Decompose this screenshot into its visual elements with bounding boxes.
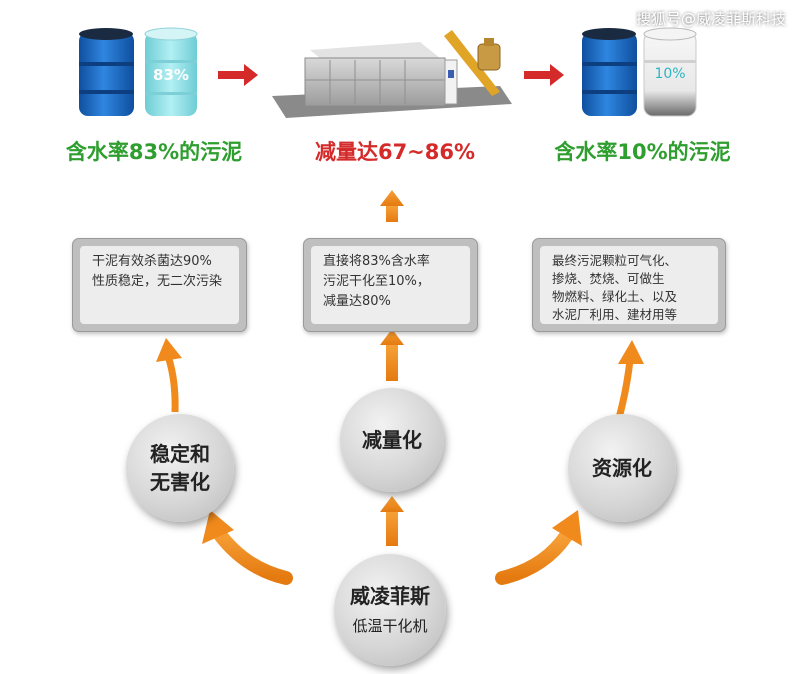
circle-label: 稳定和 无害化 <box>150 442 210 494</box>
translucent-barrel-icon <box>144 27 198 116</box>
arrow-icon <box>380 329 404 381</box>
translucent-barrel-icon <box>643 27 697 117</box>
arrow-icon <box>524 64 564 86</box>
circle-brand-name: 威凌菲斯 <box>350 584 430 608</box>
left-caption: 含水率83%的污泥 <box>65 140 243 164</box>
left-drum-percent: 83% <box>153 66 189 84</box>
arrow-icon <box>380 496 404 546</box>
right-drum-percent: 10% <box>654 66 686 82</box>
arrow-icon <box>380 190 404 222</box>
right-caption: 含水率10%的污泥 <box>554 140 731 164</box>
arrow-icon <box>495 510 582 585</box>
center-caption: 减量达67~86% <box>314 140 476 164</box>
circle-label: 资源化 <box>592 456 652 480</box>
circle-label: 减量化 <box>362 428 422 452</box>
circle-brand-dryer: 威凌菲斯 低温干化机 <box>334 554 446 666</box>
circle-reduction: 减量化 <box>340 388 444 492</box>
blue-barrel-icon <box>582 28 637 116</box>
info-box-stability: 干泥有效杀菌达90% 性质稳定，无二次污染 <box>72 238 247 332</box>
dryer-machine-icon <box>272 30 512 118</box>
info-box-reduction: 直接将83%含水率 污泥干化至10%， 减量达80% <box>303 238 478 332</box>
info-box-text: 直接将83%含水率 污泥干化至10%， 减量达80% <box>311 246 470 324</box>
blue-barrel-icon <box>79 28 134 116</box>
watermark: 搜狐号@威凌菲斯科技 <box>635 10 786 28</box>
info-box-resource: 最终污泥颗粒可气化、 掺烧、焚烧、可做生 物燃料、绿化土、以及 水泥厂利用、建材… <box>532 238 726 332</box>
arrow-icon <box>202 510 293 585</box>
arrow-icon <box>156 338 182 413</box>
circle-brand-sublabel: 低温干化机 <box>352 617 428 635</box>
info-box-text: 最终污泥颗粒可气化、 掺烧、焚烧、可做生 物燃料、绿化土、以及 水泥厂利用、建材… <box>540 246 718 324</box>
arrow-icon <box>218 64 258 86</box>
circle-resource: 资源化 <box>568 414 676 522</box>
info-box-text: 干泥有效杀菌达90% 性质稳定，无二次污染 <box>80 246 239 324</box>
circle-stable-harmless: 稳定和 无害化 <box>126 414 234 522</box>
